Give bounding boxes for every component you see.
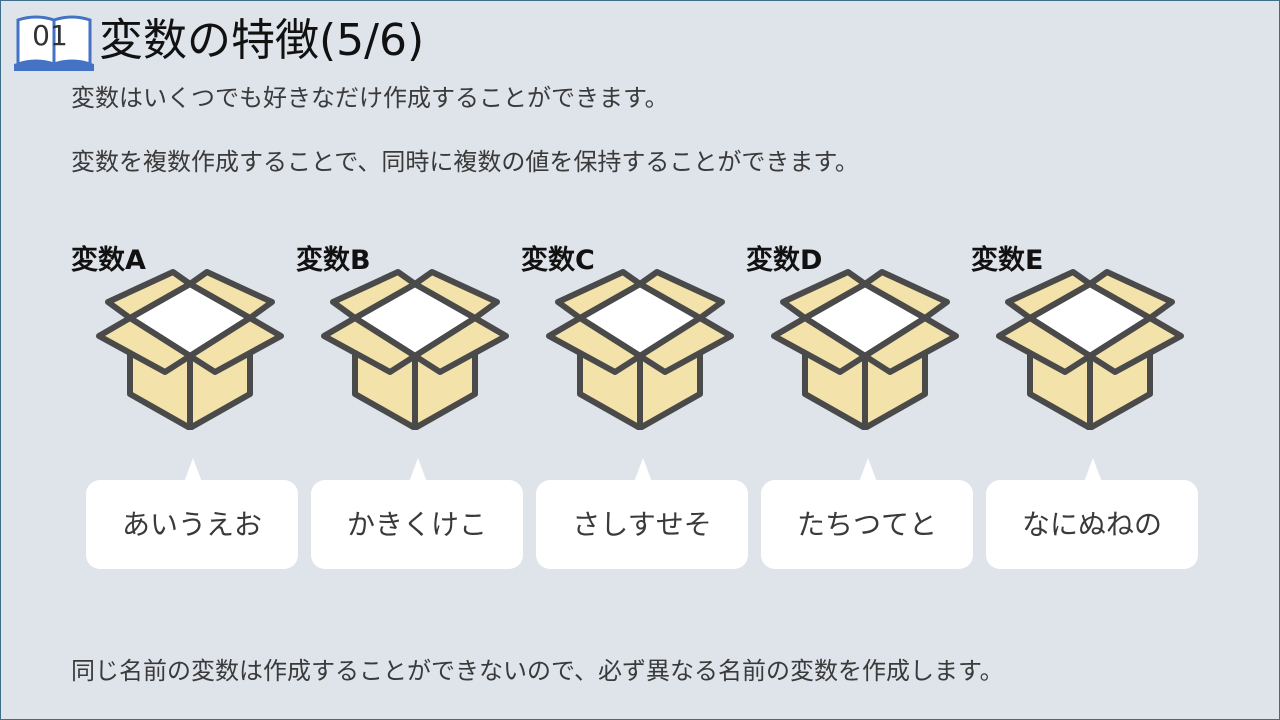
value-bubble: かきくけこ xyxy=(311,480,523,569)
description-line-1: 変数はいくつでも好きなだけ作成することができます。 xyxy=(71,84,669,112)
variable-label: 変数A xyxy=(71,245,146,276)
description-line-2: 変数を複数作成することで、同時に複数の値を保持することができます。 xyxy=(71,148,859,176)
variable-a: 変数A あいうえお xyxy=(71,236,301,576)
description-line-3: 同じ名前の変数は作成することができないので、必ず異なる名前の変数を作成します。 xyxy=(71,657,1004,685)
speech-bubble-tail xyxy=(859,458,877,482)
variable-label: 変数D xyxy=(746,245,823,276)
section-number: 01 xyxy=(32,19,68,52)
speech-bubble-tail xyxy=(1084,458,1102,482)
speech-bubble-tail xyxy=(409,458,427,482)
value-bubble: なにぬねの xyxy=(986,480,1198,569)
open-cardboard-box-icon xyxy=(96,269,284,430)
speech-bubble-tail xyxy=(184,458,202,482)
open-cardboard-box-icon xyxy=(996,269,1184,430)
variable-label: 変数B xyxy=(296,245,371,276)
variable-label: 変数E xyxy=(971,245,1044,276)
open-cardboard-box-icon xyxy=(771,269,959,430)
variable-c: 変数C さしすせそ xyxy=(521,236,751,576)
value-bubble: たちつてと xyxy=(761,480,973,569)
value-bubble: さしすせそ xyxy=(536,480,748,569)
open-cardboard-box-icon xyxy=(321,269,509,430)
value-bubble: あいうえお xyxy=(86,480,298,569)
open-book-icon xyxy=(14,15,94,71)
variable-e: 変数E なにぬねの xyxy=(971,236,1201,576)
variable-b: 変数B かきくけこ xyxy=(296,236,526,576)
speech-bubble-tail xyxy=(634,458,652,482)
open-cardboard-box-icon xyxy=(546,269,734,430)
variable-d: 変数D たちつてと xyxy=(746,236,976,576)
variable-label: 変数C xyxy=(521,245,595,276)
page-title: 変数の特徴(5/6) xyxy=(99,15,425,66)
